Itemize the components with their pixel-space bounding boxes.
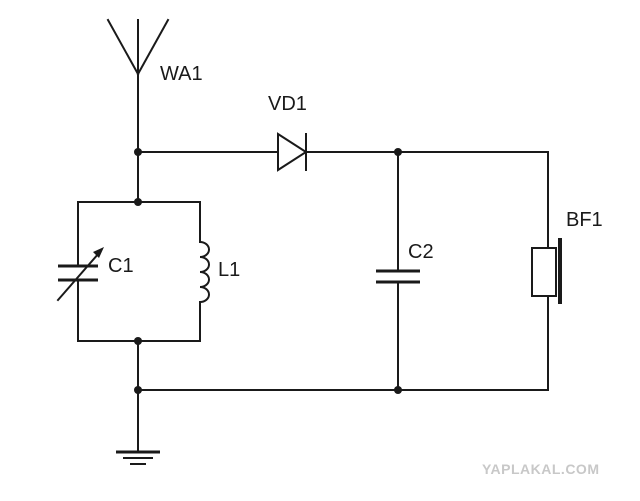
junction-dot (134, 148, 142, 156)
headphone-bf1 (531, 238, 562, 304)
capacitor-label: C2 (408, 241, 434, 263)
inductor-label: L1 (218, 259, 240, 281)
junction-dot (134, 337, 142, 345)
antenna-label: WA1 (160, 63, 203, 85)
junction-dot (134, 198, 142, 206)
junction-dot (394, 386, 402, 394)
variable-capacitor-label: C1 (108, 255, 134, 277)
junction-dot (394, 148, 402, 156)
capacitor-c2 (376, 269, 420, 284)
diode-label: VD1 (268, 93, 307, 115)
variable-capacitor-c1 (56, 247, 104, 302)
inductor-l1 (198, 240, 210, 304)
headphone-label: BF1 (566, 209, 603, 231)
ground-symbol (116, 450, 160, 465)
adjust-arrowhead (93, 247, 104, 258)
diode-vd1 (277, 132, 308, 172)
watermark: YAPLAKAL.COM (482, 461, 600, 477)
antenna-wa1 (106, 18, 170, 76)
junction-dot (134, 386, 142, 394)
